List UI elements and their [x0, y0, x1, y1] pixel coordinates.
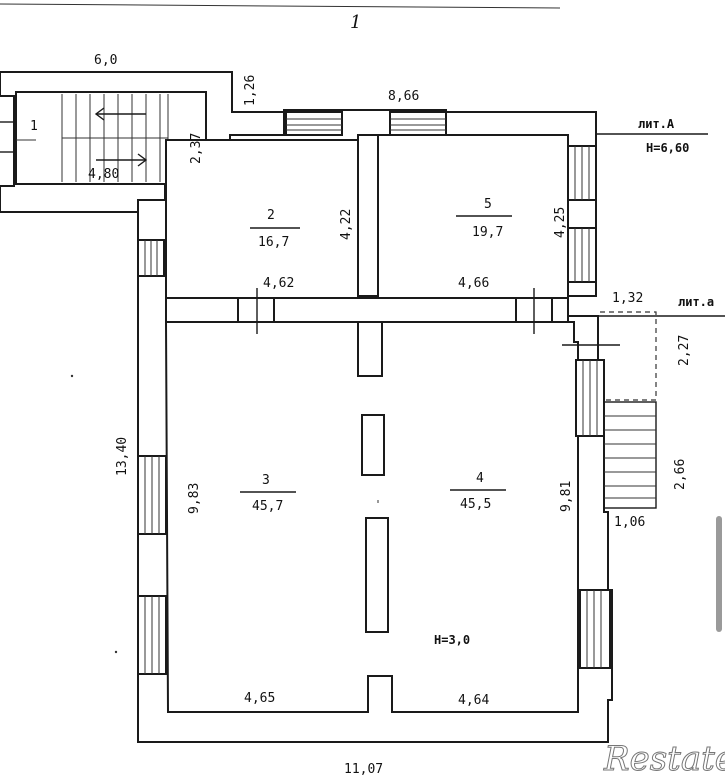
dim-left-total: 13,40 [115, 437, 130, 476]
dim-room3-height: 9,83 [187, 483, 202, 514]
label-lit-a2: лит.а [678, 295, 714, 309]
room-3-area: 45,7 [252, 499, 283, 514]
window-top-2 [389, 111, 447, 136]
room-2-area: 16,7 [258, 235, 289, 250]
dim-room2-width: 4,62 [263, 276, 294, 291]
dim-room5-width: 4,66 [458, 276, 489, 291]
room-2-outline [165, 139, 359, 299]
room-3-number: 3 [262, 473, 270, 488]
dim-top-mid: 8,66 [388, 89, 419, 104]
column-low [365, 517, 389, 633]
dim-room4-height: 9,81 [559, 481, 574, 512]
window-right-4 [579, 589, 611, 669]
sheet-number: 1 [350, 12, 361, 33]
dim-room5-height: 4,25 [553, 207, 568, 238]
room-4-area: 45,5 [460, 497, 491, 512]
dim-room1-width: 4,80 [88, 167, 119, 182]
window-left-2 [137, 455, 167, 535]
label-height-room: Н=3,0 [434, 633, 470, 647]
dim-stair-wall: 1,26 [243, 75, 258, 106]
dim-stair-length: 2,66 [673, 459, 688, 490]
dim-room3-width: 4,65 [244, 691, 275, 706]
porch-outline [600, 311, 657, 401]
dim-room2-height: 4,22 [339, 209, 354, 240]
room-4-number: 4 [476, 471, 484, 486]
room-5-area: 19,7 [472, 225, 503, 240]
dim-bottom: 11,07 [344, 762, 383, 775]
room-1-number: 1 [30, 119, 38, 134]
window-right-3 [575, 359, 605, 437]
label-lit-a: лит.А [638, 117, 675, 131]
dim-porch-width: 1,32 [612, 291, 643, 306]
dim-room4-width: 4,64 [458, 693, 489, 708]
label-height-main: Н=6,60 [646, 141, 689, 155]
window-left-3 [137, 595, 167, 675]
window-top-1 [285, 111, 343, 136]
watermark: Restate [603, 739, 725, 775]
middle-wall [165, 297, 569, 323]
dim-stair-width: 1,06 [614, 515, 645, 530]
dim-top-left: 6,0 [94, 53, 117, 68]
scrollbar-thumb[interactable] [716, 516, 722, 632]
door-opening-2 [237, 297, 275, 323]
dim-porch-depth: 2,27 [677, 335, 692, 366]
dim-room1-depth: 2,37 [189, 133, 204, 164]
exterior-steps [603, 401, 657, 509]
column-mid [361, 414, 385, 476]
window-left-1 [137, 239, 165, 277]
room-2-number: 2 [267, 208, 275, 223]
window-right-1 [567, 145, 597, 201]
room-5-number: 5 [484, 197, 492, 212]
column-top [357, 321, 383, 377]
sheet-top-line [0, 3, 561, 9]
window-right-2 [567, 227, 597, 283]
